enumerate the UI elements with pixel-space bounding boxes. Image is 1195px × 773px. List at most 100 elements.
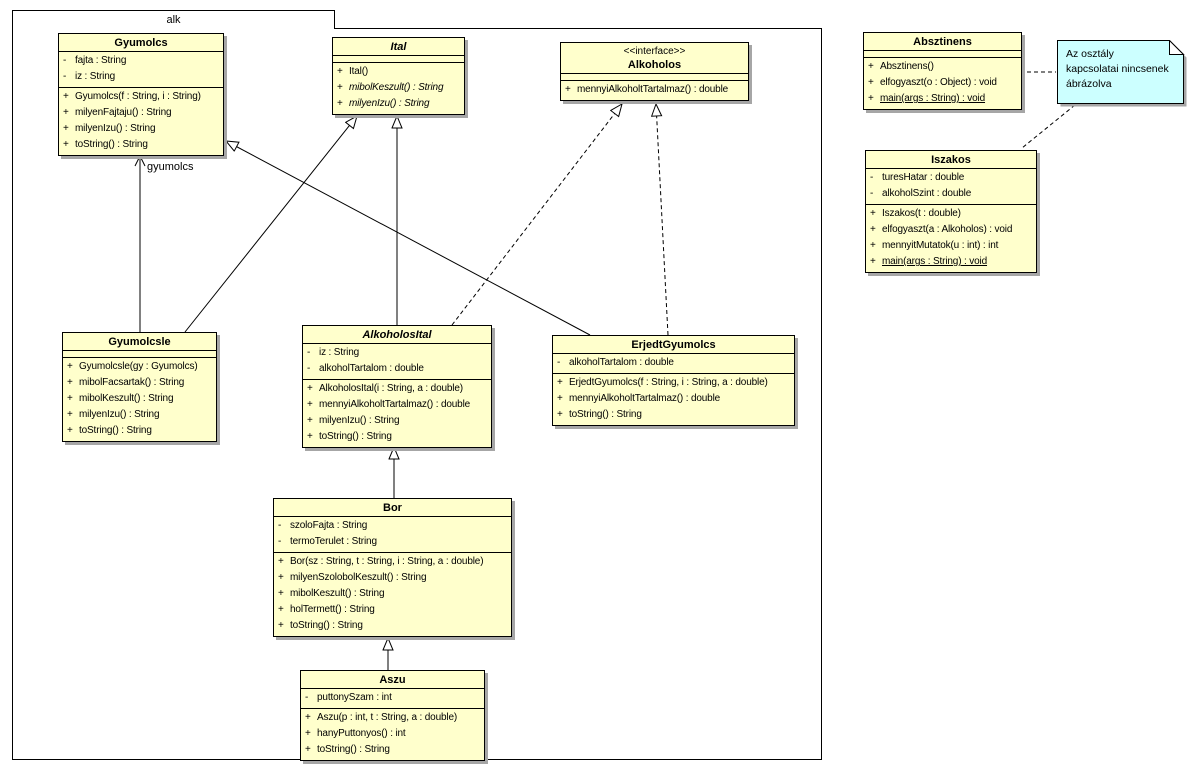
member-text: milyenIzu() : String bbox=[319, 415, 400, 426]
package-name: alk bbox=[166, 14, 181, 26]
attributes-compartment bbox=[864, 50, 1021, 57]
member-text: main(args : String) : void bbox=[880, 93, 986, 104]
visibility-marker: + bbox=[870, 224, 876, 235]
generalization-erjedtgyumolcs-gyumolcs[interactable] bbox=[226, 141, 591, 336]
visibility-marker: + bbox=[67, 409, 73, 420]
visibility-marker: + bbox=[305, 712, 311, 723]
association-role-label: gyumolcs bbox=[147, 161, 194, 173]
class-title: Gyumolcs bbox=[59, 34, 223, 51]
visibility-marker: + bbox=[307, 431, 313, 442]
member-text: Ital() bbox=[349, 66, 369, 77]
member-text: iz : String bbox=[319, 347, 360, 358]
note-shape bbox=[1057, 39, 1187, 107]
member-text: toString() : String bbox=[569, 409, 642, 420]
method-row: +toString() : String bbox=[63, 423, 216, 439]
class-name: Aszu bbox=[379, 674, 406, 686]
note-line: kapcsolatai nincsenek bbox=[1066, 63, 1169, 75]
visibility-marker: + bbox=[868, 77, 874, 88]
visibility-marker: + bbox=[63, 91, 69, 102]
method-row: + mibolFacsartak() : String bbox=[63, 375, 216, 391]
realization-alkoholosital-alkoholos[interactable] bbox=[451, 104, 622, 326]
generalization-gyumolcsle-ital[interactable] bbox=[184, 116, 357, 333]
visibility-marker: + bbox=[278, 572, 284, 583]
visibility-marker: + bbox=[337, 98, 343, 109]
visibility-marker: + bbox=[278, 604, 284, 615]
class-title: Gyumolcsle bbox=[63, 333, 216, 350]
class-bor[interactable]: Bor-szoloFajta : String-termoTerulet : S… bbox=[273, 498, 512, 637]
class-iszakos[interactable]: Iszakos-turesHatar : double-alkoholSzint… bbox=[865, 150, 1037, 273]
note-text: Az osztály kapcsolatai nincsenek ábrázol… bbox=[1066, 47, 1169, 92]
class-alkoholos[interactable]: <<interface>>Alkoholos + mennyiAlkoholtTar… bbox=[560, 42, 749, 101]
visibility-marker: - bbox=[63, 55, 67, 66]
method-row: +mennyiAlkoholtTartalmaz() : double bbox=[553, 391, 794, 407]
method-row: +Gyumolcsle(gy : Gyumolcs) bbox=[63, 359, 216, 375]
method-row: +Gyumolcs(f : String, i : String) bbox=[59, 89, 223, 105]
methods-compartment: +AlkoholosItal(i : String, a : double)+m… bbox=[303, 379, 491, 447]
visibility-marker: + bbox=[565, 84, 571, 95]
package-tab[interactable]: alk bbox=[12, 10, 335, 29]
visibility-marker: + bbox=[868, 61, 874, 72]
class-gyumolcsle[interactable]: Gyumolcsle+Gyumolcsle(gy : Gyumolcs)+mib… bbox=[62, 332, 217, 442]
visibility-marker: + bbox=[67, 377, 73, 388]
method-row: +AlkoholosItal(i : String, a : double) bbox=[303, 381, 491, 397]
method-row: +Ital() bbox=[333, 64, 464, 80]
visibility-marker: - bbox=[63, 71, 67, 82]
visibility-marker: - bbox=[278, 536, 282, 547]
methods-compartment: +Absztinens()+elfogyaszt(o : Object) : v… bbox=[864, 57, 1021, 109]
class-alkoholosital[interactable]: AlkoholosItal-iz : String-alkoholTartalo… bbox=[302, 325, 492, 448]
member-text: turesHatar : double bbox=[882, 172, 965, 183]
member-text: Gyumolcsle(gy : Gyumolcs) bbox=[79, 361, 198, 372]
method-row: +main(args : String) : void bbox=[866, 254, 1036, 270]
method-row: +toString() : String bbox=[301, 742, 484, 758]
member-text: mibolKeszult() : String bbox=[349, 82, 444, 93]
class-name: Gyumolcs bbox=[114, 37, 168, 49]
member-text: mibolKeszult() : String bbox=[290, 588, 385, 599]
class-gyumolcs[interactable]: Gyumolcs-fajta : String-iz : String+Gyum… bbox=[58, 33, 224, 156]
attributes-compartment bbox=[333, 55, 464, 62]
class-name: Ital bbox=[390, 41, 407, 53]
class-title: Bor bbox=[274, 499, 511, 516]
method-row: + mennyiAlkoholtTartalmaz() : double bbox=[561, 82, 748, 98]
realization-erjedtgyumolcs-alkoholos[interactable] bbox=[656, 104, 669, 336]
visibility-marker: + bbox=[67, 393, 73, 404]
note-sticky[interactable]: Az osztály kapcsolatai nincsenek ábrázol… bbox=[1057, 39, 1189, 110]
visibility-marker: - bbox=[870, 172, 874, 183]
method-row: +milyenIzu() : String bbox=[59, 121, 223, 137]
member-text: elfogyaszt(o : Object) : void bbox=[880, 77, 997, 88]
methods-compartment: +Aszu(p : int, t : String, a : double)+h… bbox=[301, 708, 484, 760]
attributes-compartment: -alkoholTartalom : double bbox=[553, 353, 794, 373]
member-text: main(args : String) : void bbox=[882, 256, 988, 267]
class-ital[interactable]: Ital+Ital()+mibolKeszult() : String+mily… bbox=[332, 37, 465, 115]
method-row: +toString() : String bbox=[274, 618, 511, 634]
methods-compartment: + ErjedtGyumolcs(f : String, i : String, … bbox=[553, 373, 794, 425]
class-title: <<interface>>Alkoholos bbox=[561, 43, 748, 73]
methods-compartment: +Bor(sz : String, t : String, i : String… bbox=[274, 552, 511, 636]
class-erjedtgyumolcs[interactable]: ErjedtGyumolcs-alkoholTartalom : double+… bbox=[552, 335, 795, 426]
method-row: +main(args : String) : void bbox=[864, 91, 1021, 107]
visibility-marker: - bbox=[307, 347, 311, 358]
class-absztinens[interactable]: Absztinens+Absztinens()+elfogyaszt(o : O… bbox=[863, 32, 1022, 110]
member-text: termoTerulet : String bbox=[290, 536, 377, 547]
attribute-row: -alkoholSzint : double bbox=[866, 186, 1036, 202]
member-text: mibolFacsartak() : String bbox=[79, 377, 185, 388]
class-name: Bor bbox=[383, 502, 402, 514]
visibility-marker: + bbox=[278, 556, 284, 567]
attributes-compartment: -puttonySzam : int bbox=[301, 688, 484, 708]
class-name: Gyumolcsle bbox=[108, 336, 171, 348]
visibility-marker: + bbox=[557, 393, 563, 404]
member-text: mennyiAlkoholtTartalmaz() : double bbox=[577, 84, 729, 95]
method-row: +mennyiAlkoholtTartalmaz() : double bbox=[303, 397, 491, 413]
class-aszu[interactable]: Aszu -puttonySzam : int +Aszu(p : int, t :… bbox=[300, 670, 485, 761]
note-link-iszakos[interactable] bbox=[1021, 104, 1076, 149]
attribute-row: -alkoholTartalom : double bbox=[303, 361, 491, 377]
visibility-marker: + bbox=[557, 409, 563, 420]
attribute-row: -turesHatar : double bbox=[866, 170, 1036, 186]
attribute-row: -puttonySzam : int bbox=[301, 690, 484, 706]
member-text: toString() : String bbox=[79, 425, 152, 436]
member-text: ErjedtGyumolcs(f : String, i : String, a… bbox=[569, 377, 768, 388]
attribute-row: -alkoholTartalom : double bbox=[553, 355, 794, 371]
member-text: milyenSzolobolKeszult() : String bbox=[290, 572, 427, 583]
class-title: Iszakos bbox=[866, 151, 1036, 168]
class-name: Alkoholos bbox=[627, 59, 682, 71]
